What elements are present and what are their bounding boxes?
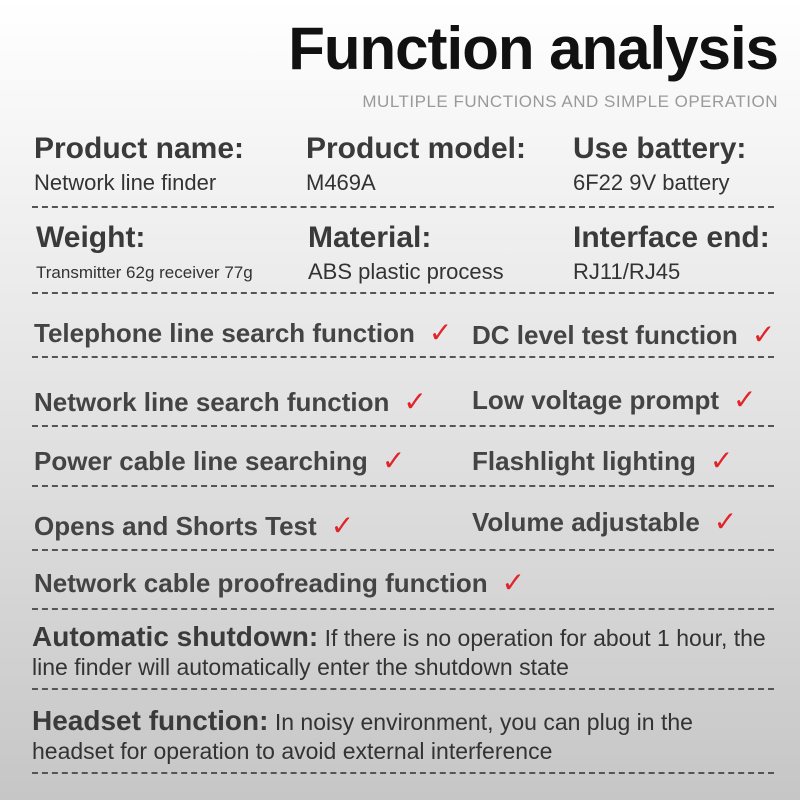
divider <box>32 425 774 427</box>
spec-value: Transmitter 62g receiver 77g <box>36 263 253 282</box>
checkmark-icon: ✓ <box>403 385 427 418</box>
feature-item: DC level test function ✓ <box>472 318 775 351</box>
feature-label: Volume adjustable <box>472 507 700 537</box>
note-text: In noisy environment, you can plug in th… <box>32 709 693 764</box>
page-subtitle: MULTIPLE FUNCTIONS AND SIMPLE OPERATION <box>362 92 778 111</box>
spec-label: Product name: <box>34 132 245 165</box>
feature-item: Network cable proofreading function ✓ <box>34 566 525 599</box>
feature-item: Low voltage prompt ✓ <box>472 383 756 416</box>
checkmark-icon: ✓ <box>709 444 734 477</box>
feature-label: Low voltage prompt <box>472 385 719 415</box>
spec-label: Product model: <box>306 132 527 165</box>
feature-label: DC level test function <box>472 320 738 350</box>
checkmark-icon: ✓ <box>428 316 453 349</box>
checkmark-icon: ✓ <box>713 505 738 538</box>
divider <box>32 688 774 690</box>
spec-label: Weight: <box>36 221 146 254</box>
feature-label: Power cable line searching <box>34 446 368 476</box>
feature-label: Network cable proofreading function <box>34 568 488 598</box>
divider <box>32 608 774 610</box>
note-label: Automatic shutdown: <box>32 621 319 652</box>
note-label: Headset function: <box>32 705 269 736</box>
spec-value: RJ11/RJ45 <box>573 259 681 284</box>
feature-item: Network line search function ✓ <box>34 385 427 418</box>
spec-material: Material: ABS plastic process <box>308 221 504 285</box>
spec-label: Use battery: <box>573 132 747 165</box>
spec-weight: Weight: Transmitter 62g receiver 77g <box>36 221 253 283</box>
page-title: Function analysis <box>288 15 779 82</box>
spec-label: Material: <box>308 221 432 254</box>
note-headset-function: Headset function: In noisy environment, … <box>32 706 777 766</box>
spec-value: Network line finder <box>34 170 217 195</box>
spec-product-name: Product name: Network line finder <box>34 132 244 196</box>
checkmark-icon: ✓ <box>733 383 757 416</box>
feature-label: Flashlight lighting <box>472 446 696 476</box>
feature-item: Opens and Shorts Test ✓ <box>34 509 354 542</box>
feature-item: Telephone line search function ✓ <box>34 316 452 349</box>
checkmark-icon: ✓ <box>751 318 776 351</box>
note-text: If there is no operation for about 1 hou… <box>32 625 766 680</box>
divider <box>32 356 774 358</box>
feature-item: Flashlight lighting ✓ <box>472 444 733 477</box>
feature-item: Power cable line searching ✓ <box>34 444 405 477</box>
note-automatic-shutdown: Automatic shutdown: If there is no opera… <box>32 622 777 682</box>
spec-label: Interface end: <box>573 221 770 254</box>
feature-label: Telephone line search function <box>34 318 415 348</box>
divider <box>32 206 774 208</box>
spec-value: M469A <box>306 170 376 195</box>
divider <box>32 772 774 774</box>
feature-label: Network line search function <box>34 387 390 417</box>
feature-label: Opens and Shorts Test <box>34 511 317 541</box>
checkmark-icon: ✓ <box>330 509 355 542</box>
spec-use-battery: Use battery: 6F22 9V battery <box>573 132 746 196</box>
feature-item: Volume adjustable ✓ <box>472 505 737 538</box>
spec-product-model: Product model: M469A <box>306 132 526 196</box>
divider <box>32 549 774 551</box>
divider <box>32 485 774 487</box>
checkmark-icon: ✓ <box>381 444 406 477</box>
spec-value: 6F22 9V battery <box>573 170 730 195</box>
spec-value: ABS plastic process <box>308 259 504 284</box>
divider <box>32 292 774 294</box>
spec-interface-end: Interface end: RJ11/RJ45 <box>573 221 770 285</box>
checkmark-icon: ✓ <box>501 566 526 599</box>
